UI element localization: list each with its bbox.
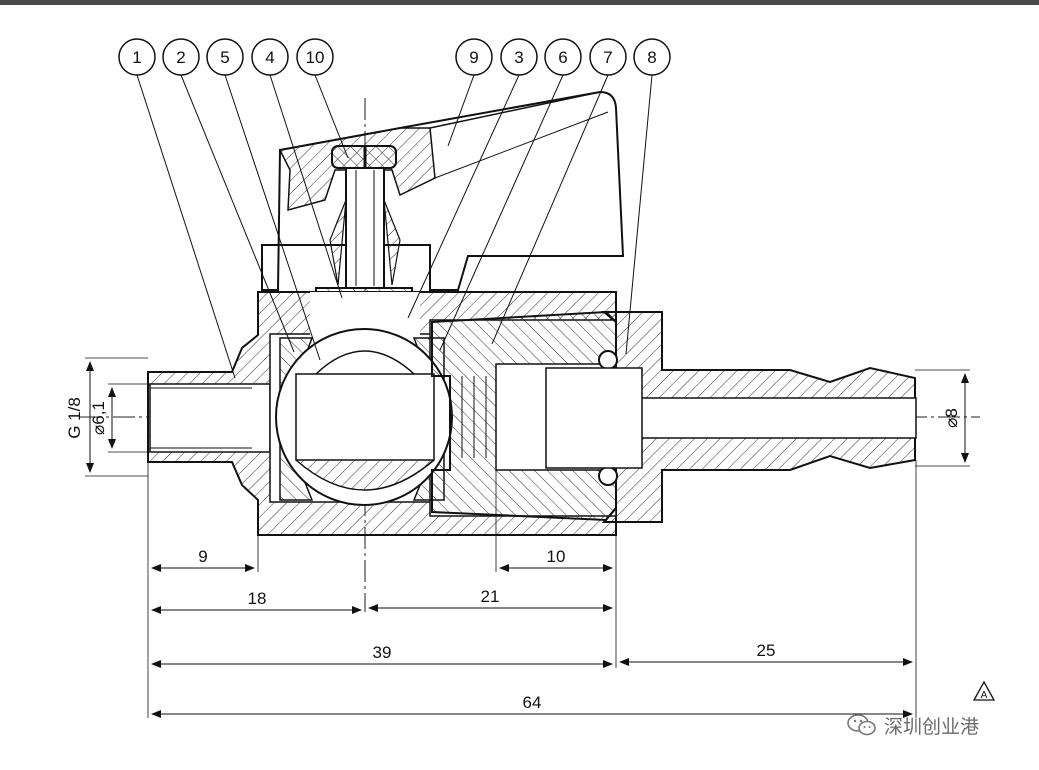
dimension-bore: ⌀6,1 (89, 383, 150, 453)
balloon-1: 1 (118, 38, 236, 379)
balloon-10: 10 (296, 38, 349, 159)
dimension-21: 21 (368, 587, 613, 612)
balloon-4: 4 (251, 38, 343, 299)
extension-lines (147, 460, 917, 718)
balloon-5: 5 (206, 38, 321, 361)
svg-text:A: A (981, 690, 988, 701)
svg-text:3: 3 (514, 48, 523, 67)
dimension-64: 64 (151, 693, 913, 718)
svg-text:G 1/8: G 1/8 (65, 397, 84, 439)
dimension-18: 18 (151, 589, 362, 614)
dimension-39: 39 (151, 643, 613, 668)
revision-triangle-mark: A (972, 680, 996, 701)
balloon-3: 3 (407, 38, 538, 319)
balloon-7: 7 (491, 38, 627, 345)
svg-text:18: 18 (248, 589, 267, 608)
svg-text:1: 1 (132, 48, 141, 67)
svg-text:⌀6,1: ⌀6,1 (89, 401, 108, 435)
svg-text:9: 9 (198, 547, 207, 566)
svg-text:39: 39 (373, 643, 392, 662)
svg-text:10: 10 (547, 547, 566, 566)
svg-text:8: 8 (647, 48, 656, 67)
svg-text:2: 2 (176, 48, 185, 67)
watermark: 深圳创业港 (846, 712, 979, 738)
balloon-9: 9 (447, 38, 493, 147)
svg-text:64: 64 (523, 693, 542, 712)
dimension-thread: G 1/8 (65, 357, 148, 477)
svg-text:21: 21 (481, 587, 500, 606)
svg-text:6: 6 (558, 48, 567, 67)
svg-text:7: 7 (603, 48, 612, 67)
hose-barb-fitting (545, 311, 917, 523)
dimension-hose: ⌀8 (915, 369, 970, 467)
balloon-6: 6 (439, 38, 582, 351)
svg-text:⌀8: ⌀8 (942, 408, 961, 428)
dimension-25: 25 (619, 641, 913, 666)
top-border (0, 0, 1039, 5)
handle-screw (331, 145, 397, 169)
handle (261, 90, 625, 291)
wechat-icon (847, 714, 876, 736)
svg-text:9: 9 (469, 48, 478, 67)
svg-text:4: 4 (265, 48, 274, 67)
svg-text:10: 10 (306, 48, 325, 67)
part-balloons: 1 2 5 4 10 9 3 6 7 8 (118, 38, 671, 379)
balloon-2: 2 (162, 38, 295, 353)
svg-text:5: 5 (220, 48, 229, 67)
ball (275, 328, 453, 506)
dimension-10: 10 (499, 547, 613, 572)
svg-text:25: 25 (757, 641, 776, 660)
dimension-9: 9 (151, 547, 255, 572)
balloon-8: 8 (625, 38, 671, 355)
watermark-text: 深圳创业港 (884, 715, 980, 738)
